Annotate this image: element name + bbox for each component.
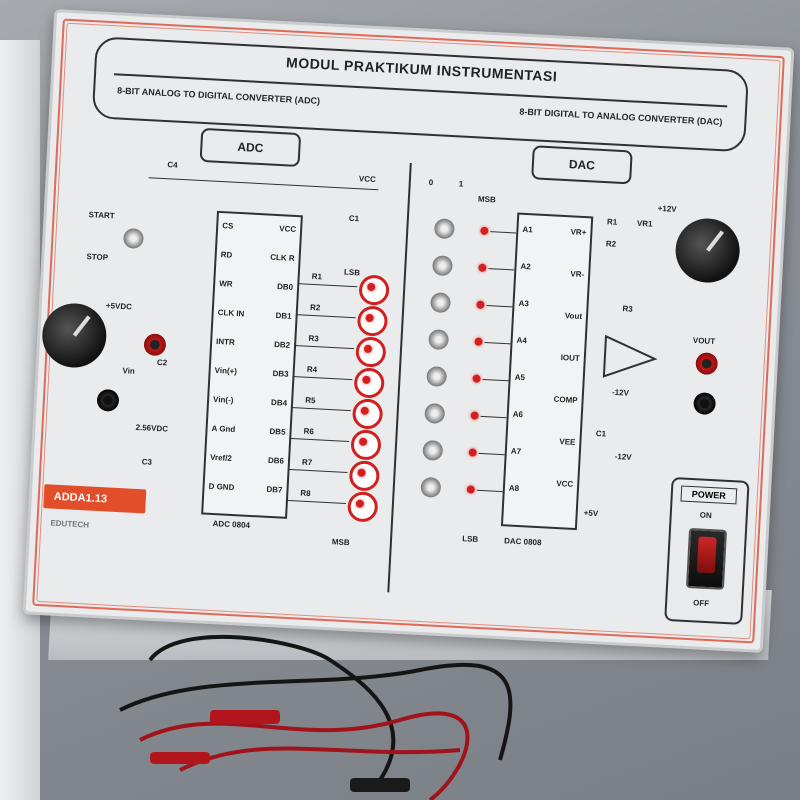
adc-resistor-label: R2 bbox=[309, 302, 321, 313]
switch-state-1: 1 bbox=[458, 179, 464, 189]
adc-pin-label: INTR bbox=[215, 336, 236, 347]
dac-pin-label: A7 bbox=[510, 446, 522, 457]
dac-pin-label: A8 bbox=[508, 483, 520, 494]
adc-pin-label: VCC bbox=[279, 224, 297, 234]
adc-resistor-label: R1 bbox=[311, 271, 323, 282]
dac-chip-name: DAC 0808 bbox=[503, 536, 542, 548]
supply-label: +5VDC bbox=[105, 301, 133, 312]
adc-pin-label: DB2 bbox=[273, 339, 291, 350]
dac-r3-label: R3 bbox=[622, 304, 633, 314]
vin-label: Vin bbox=[122, 366, 136, 376]
dac-pin-label: A6 bbox=[512, 409, 524, 420]
dac-section-label: DAC bbox=[531, 145, 633, 185]
adc-lsb-label: LSB bbox=[343, 267, 361, 278]
vr1-label: VR1 bbox=[636, 218, 653, 229]
c4-label: C4 bbox=[167, 160, 178, 170]
dac-pin-label: VR+ bbox=[570, 227, 587, 238]
dac-pin-label: VR- bbox=[570, 269, 585, 280]
adc-pin-label: Vref/2 bbox=[209, 452, 233, 463]
adc-pin-label: RD bbox=[220, 250, 233, 260]
adc-subtitle: 8-BIT ANALOG TO DIGITAL CONVERTER (ADC) bbox=[116, 85, 321, 107]
vref-label: 2.56VDC bbox=[135, 422, 169, 434]
adc-pin-label: DB5 bbox=[269, 426, 286, 437]
dac-supply-vcc: +5V bbox=[583, 508, 599, 519]
probe-cables bbox=[119, 634, 513, 800]
dac-pin-label: A4 bbox=[516, 335, 528, 346]
adc-resistor-label: R4 bbox=[306, 364, 318, 375]
adc-msb-label: MSB bbox=[331, 537, 350, 548]
dac-pin-label: A5 bbox=[514, 372, 526, 383]
switch-state-0: 0 bbox=[428, 177, 434, 188]
power-switch[interactable] bbox=[685, 527, 728, 590]
dac-subtitle: 8-BIT DIGITAL TO ANALOG CONVERTER (DAC) bbox=[519, 106, 723, 128]
c2-label: C2 bbox=[156, 357, 168, 368]
vout-label: VOUT bbox=[692, 335, 716, 347]
dac-pin-label: IOUT bbox=[560, 353, 581, 363]
power-title: POWER bbox=[680, 485, 738, 505]
adc-pin-label: DB7 bbox=[266, 484, 283, 495]
adc-pin-label: DB1 bbox=[275, 311, 292, 321]
adc-pin-label: Vin(+) bbox=[214, 365, 238, 377]
adc-pin-label: DB4 bbox=[270, 397, 288, 408]
dac-pin-label: VEE bbox=[559, 437, 576, 447]
dac-c1-label: C1 bbox=[595, 428, 607, 439]
adc-pin-label: DB3 bbox=[272, 368, 289, 379]
dac-pin-label: VCC bbox=[556, 478, 574, 489]
dac-pin-label: Vout bbox=[564, 311, 583, 322]
adc-pin-label: CLK R bbox=[269, 252, 295, 263]
adc-pin-label: WR bbox=[218, 279, 233, 289]
c3-label: C3 bbox=[141, 457, 153, 467]
dac-pin-label: A3 bbox=[518, 298, 530, 309]
adc-pin-label: Vin(-) bbox=[212, 394, 234, 405]
dac-msb-label: MSB bbox=[477, 194, 496, 205]
adc-pin-label: A Gnd bbox=[211, 423, 236, 435]
dac-lsb-label: LSB bbox=[461, 534, 479, 544]
adc-pin-label: D GND bbox=[208, 481, 235, 493]
stop-label: STOP bbox=[86, 252, 109, 263]
dac-supply-pos: +12V bbox=[657, 203, 677, 214]
start-label: START bbox=[88, 210, 115, 221]
adc-pin-label: CLK IN bbox=[217, 307, 245, 319]
dac-r1-label: R1 bbox=[606, 217, 618, 227]
adc-chip-name: ADC 0804 bbox=[212, 519, 251, 530]
dac-supply-neg: -12V bbox=[614, 451, 632, 462]
adc-resistor-label: R3 bbox=[308, 333, 319, 344]
adc-resistor-label: R7 bbox=[301, 457, 313, 468]
dac-r2-label: R2 bbox=[605, 239, 617, 249]
vcc-label: VCC bbox=[358, 174, 377, 185]
opamp-neg-supply: -12V bbox=[611, 387, 630, 398]
dac-pin-label: A1 bbox=[522, 224, 533, 235]
adc-pin-label: CS bbox=[222, 221, 234, 231]
adc-section-label: ADC bbox=[199, 127, 302, 168]
dac-pin-label: COMP bbox=[553, 394, 578, 405]
c1-label: C1 bbox=[348, 213, 360, 224]
adc-pin-label: DB0 bbox=[276, 282, 294, 292]
power-on-label: ON bbox=[699, 510, 712, 521]
dac-pin-label: A2 bbox=[520, 261, 531, 272]
adc-pin-label: DB6 bbox=[267, 455, 285, 466]
adc-resistor-label: R5 bbox=[305, 395, 316, 406]
trainer-panel: MODUL PRAKTIKUM INSTRUMENTASI 8-BIT ANAL… bbox=[22, 9, 795, 653]
opamp-symbol bbox=[602, 334, 658, 378]
adc-resistor-label: R8 bbox=[300, 488, 311, 499]
adc-resistor-label: R6 bbox=[303, 426, 315, 437]
